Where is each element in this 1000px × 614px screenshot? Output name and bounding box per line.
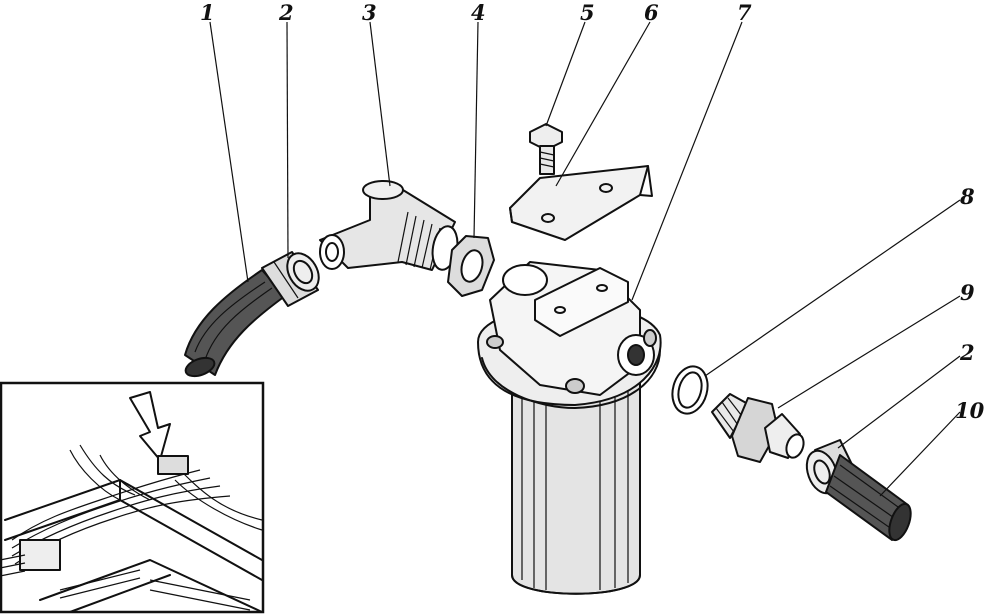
callout-7: 7 [737, 0, 752, 25]
callout-9: 9 [960, 280, 975, 305]
bracket [509, 165, 653, 241]
callout-10: 10 [955, 398, 985, 423]
hose-right [825, 454, 912, 542]
callout-8: 8 [959, 184, 975, 209]
filter-assembly [477, 261, 662, 595]
callout-2-left: 2 [278, 0, 294, 25]
callout-labels: 1 2 3 4 5 6 7 8 9 2 10 [200, 0, 985, 423]
union-fitting [711, 393, 805, 463]
elbow-fitting [319, 180, 459, 271]
hose-clamp-left [261, 251, 320, 307]
callout-5: 5 [580, 0, 595, 25]
callout-3: 3 [362, 0, 377, 25]
callout-2-right: 2 [959, 340, 975, 365]
lock-nut [447, 235, 495, 297]
o-ring [671, 365, 709, 415]
inset-view [0, 381, 265, 614]
bolt [529, 123, 563, 175]
callout-6: 6 [644, 0, 659, 25]
leader-lines [209, 21, 961, 497]
callout-1: 1 [200, 0, 215, 25]
callout-4: 4 [471, 0, 486, 25]
hose-left [184, 269, 286, 378]
